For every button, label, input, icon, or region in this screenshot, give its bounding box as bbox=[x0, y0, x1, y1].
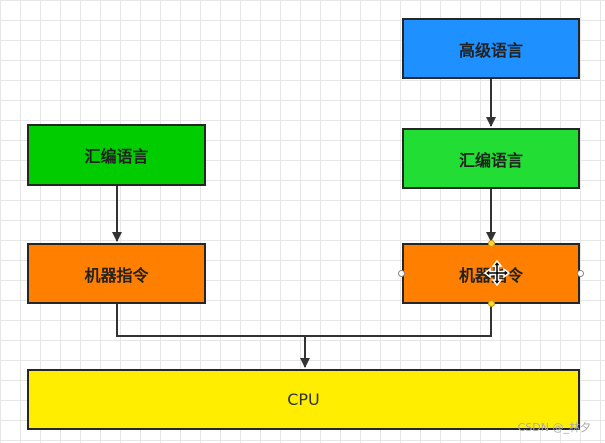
node-high-level-language[interactable]: 高级语言 bbox=[402, 18, 580, 79]
node-label: 汇编语言 bbox=[84, 147, 149, 166]
node-cpu[interactable]: CPU bbox=[27, 369, 580, 430]
node-label: CPU bbox=[287, 390, 320, 409]
node-assembly-right[interactable]: 汇编语言 bbox=[402, 128, 580, 189]
watermark: CSDN @_林夕 bbox=[517, 421, 591, 434]
selection-handle-right-icon[interactable] bbox=[577, 270, 584, 277]
selection-handle-left-icon[interactable] bbox=[398, 270, 405, 277]
node-machine-left[interactable]: 机器指令 bbox=[27, 243, 206, 304]
node-assembly-left[interactable]: 汇编语言 bbox=[27, 124, 206, 186]
edge-machine-right-to-cpu bbox=[305, 304, 492, 337]
node-label: 高级语言 bbox=[458, 40, 523, 60]
node-label: 机器指令 bbox=[84, 265, 149, 285]
move-cursor-icon bbox=[484, 260, 510, 286]
selection-handle-bottom-icon[interactable] bbox=[488, 300, 495, 307]
selection-handle-top-icon[interactable] bbox=[488, 240, 495, 247]
edge-machine-left-to-cpu bbox=[116, 304, 305, 337]
node-label: 汇编语言 bbox=[458, 150, 523, 170]
